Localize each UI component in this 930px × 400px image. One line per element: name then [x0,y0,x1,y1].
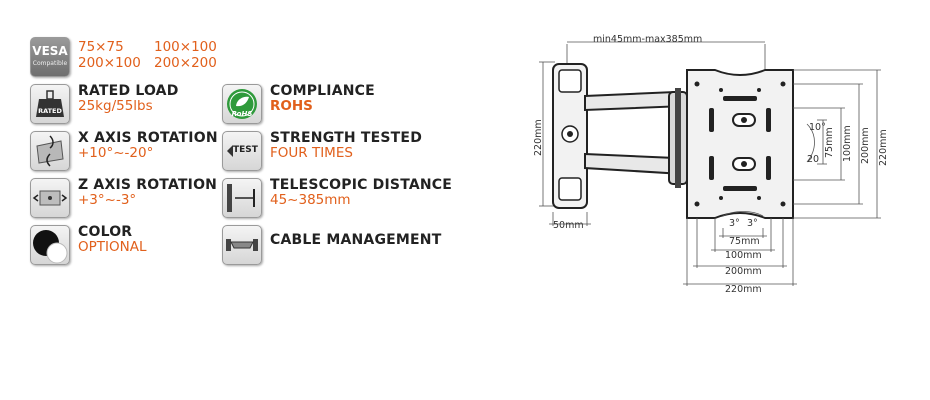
tilt-up-label: 10° [809,122,826,133]
h200-label: 200mm [725,266,762,277]
horizontal-dimensions [683,218,797,286]
cable-glyph [226,239,258,251]
vesa-icon: VESA Compatible [30,37,70,77]
h100-label: 100mm [725,250,762,261]
telescopic-title: TELESCOPIC DISTANCE [270,177,453,193]
telescopic-value: 45~385mm [270,192,351,208]
feature-z-axis: Z AXIS ROTATION +3°~-3° [30,178,217,218]
weight-icon-label: RATED [38,107,62,115]
z-axis-value: +3°~-3° [78,192,137,208]
feature-strength: TEST STRENGTH TESTED FOUR TIMES [222,131,422,171]
articulating-arms [584,88,688,188]
wall-plate [552,63,588,209]
feature-x-axis: X AXIS ROTATION +10°~-20° [30,131,218,171]
cable-title: CABLE MANAGEMENT [270,232,442,248]
test-icon-label: TEST [233,145,258,155]
strength-title: STRENGTH TESTED [270,130,423,146]
telescopic-icon [222,178,262,218]
vesa-icon-label: VESA [32,44,68,58]
x-axis-title: X AXIS ROTATION [78,130,218,146]
swivel-icon [30,178,70,218]
color-glyph [33,230,68,264]
top-span-label: min45mm-max385mm [593,34,702,45]
tilt-annotation [806,123,815,163]
v200-label: 200mm [860,127,871,164]
vesa-plate [686,69,794,219]
vesa-sizes: 75×75 100×100 200×100 200×200 [78,39,230,71]
rotation-annotation [722,211,764,217]
telescopic-glyph [227,184,255,212]
color-value: OPTIONAL [78,239,147,255]
dimension-drawing: min45mm-max385mm 220mm 50mm [533,34,889,295]
rot-right-label: 3° [747,218,758,229]
compliance-value: ROHS [270,98,313,114]
z-axis-title: Z AXIS ROTATION [78,177,218,193]
h220-label: 220mm [725,284,762,295]
strength-value: FOUR TIMES [270,145,353,161]
v220-label: 220mm [878,129,889,166]
rated-load-title: RATED LOAD [78,83,179,99]
tilt-icon [30,131,70,171]
test-icon: TEST [222,131,262,171]
rohs-glyph [227,89,257,119]
feature-compliance: RoHS COMPLIANCE ROHS [222,84,375,124]
color-title: COLOR [78,224,133,240]
rohs-icon-label: RoHS [231,110,253,118]
wall-width-label: 50mm [553,220,584,231]
vesa-size: 75×75 [78,39,124,55]
h75-label: 75mm [729,236,760,247]
x-axis-value: +10°~-20° [78,145,154,161]
vesa-size: 100×100 [154,39,217,55]
feature-vesa: VESA Compatible 75×75 100×100 200×100 20… [30,37,230,77]
vesa-size: 200×100 [78,55,141,71]
feature-cable: CABLE MANAGEMENT [222,225,441,265]
weight-glyph [36,90,64,117]
test-glyph [227,145,233,157]
wall-width-dimension [549,212,591,226]
feature-telescopic: TELESCOPIC DISTANCE 45~385mm [222,178,452,218]
vesa-size: 200×200 [154,55,217,71]
wall-height-dimension [539,61,555,207]
rot-left-label: 3° [729,218,740,229]
wall-height-label: 220mm [533,119,544,156]
swivel-glyph [32,190,68,206]
rohs-icon: RoHS [222,84,262,124]
v100-label: 100mm [842,125,853,162]
tilt-down-label: 20 [807,154,819,165]
color-icon [30,225,70,265]
rated-load-value: 25kg/55lbs [78,98,153,114]
v75-label: 75mm [824,127,835,158]
weight-icon: RATED [30,84,70,124]
feature-rated-load: RATED RATED LOAD 25kg/55lbs [30,84,179,124]
tilt-glyph [36,135,64,167]
vertical-dimensions [793,69,881,219]
feature-color: COLOR OPTIONAL [30,225,146,265]
vesa-icon-sublabel: Compatible [32,60,68,67]
cable-icon [222,225,262,265]
compliance-title: COMPLIANCE [270,83,375,99]
